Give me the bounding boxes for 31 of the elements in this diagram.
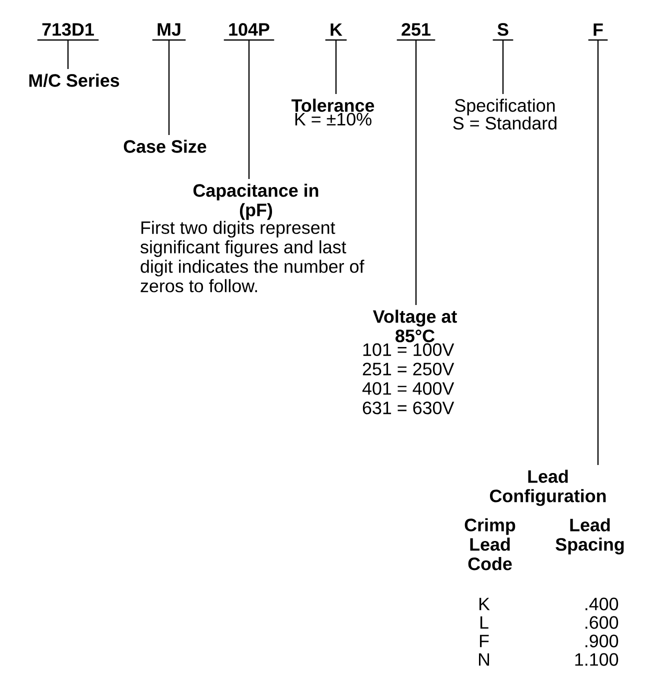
part-code: 104P — [224, 23, 274, 41]
part-code: S — [492, 23, 514, 41]
table-header: Lead Spacing — [556, 518, 624, 554]
description-text: Voltage at 85°C 101 = 100V 251 = 250V 401 = 400V 631 = 630V — [362, 310, 457, 414]
table-cell: F — [480, 634, 489, 648]
table-cell: .600 — [586, 616, 618, 629]
part-code: MJ — [152, 23, 186, 41]
leader-line — [248, 40, 250, 179]
description-text: M/C Series — [29, 74, 120, 88]
table-cell: 1.100 — [575, 653, 618, 666]
table-cell: N — [479, 653, 489, 666]
part-code: 713D1 — [37, 23, 99, 41]
part-code: 251 — [396, 23, 436, 41]
description-text: Tolerance K = ±10% — [292, 98, 374, 126]
leader-line — [335, 40, 337, 94]
part-code: K — [325, 23, 347, 41]
description-text: Case Size — [124, 140, 206, 153]
table-cell: L — [480, 616, 488, 629]
description-text: Capacitance in (pF) First two digits represent significant figures and last digit indicates the number of zeros to follow. — [140, 184, 364, 292]
leader-line — [502, 40, 504, 94]
table-cell: .900 — [586, 634, 618, 648]
table-cell: .400 — [586, 598, 618, 610]
description-text: Lead Configuration — [490, 470, 606, 506]
table-cell: K — [479, 598, 490, 610]
part-code: F — [588, 23, 608, 41]
leader-line — [597, 40, 599, 465]
leader-line — [415, 40, 417, 305]
description-text: Specification S = Standard — [453, 98, 556, 130]
table-header: Crimp Lead Code — [464, 518, 516, 570]
leader-line — [67, 40, 69, 69]
leader-line — [168, 40, 170, 135]
